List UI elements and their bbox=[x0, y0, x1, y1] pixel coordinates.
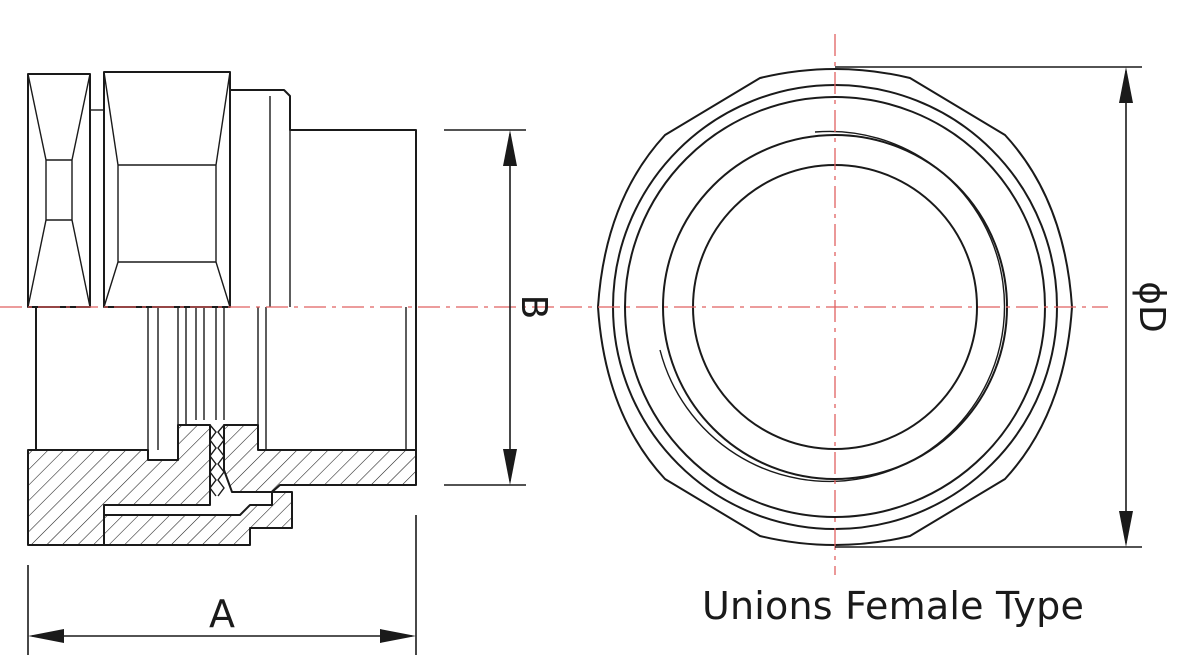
dimension-d: ϕD bbox=[835, 66, 1172, 548]
dimension-a: A bbox=[27, 515, 417, 655]
dimension-d-label: ϕD bbox=[1131, 281, 1172, 332]
dimension-b-label: B bbox=[513, 295, 554, 320]
hatched-sections bbox=[27, 424, 417, 546]
dimension-a-label: A bbox=[209, 592, 235, 636]
middle-hex-nut bbox=[103, 71, 231, 308]
dimension-b: B bbox=[444, 129, 554, 486]
left-hex-nut bbox=[27, 73, 104, 308]
union-body bbox=[230, 89, 417, 307]
end-view: ϕD bbox=[560, 34, 1172, 575]
drawing-caption: Unions Female Type bbox=[702, 584, 1085, 628]
side-section-view: B A bbox=[0, 71, 560, 655]
thread-arc bbox=[659, 130, 1006, 483]
